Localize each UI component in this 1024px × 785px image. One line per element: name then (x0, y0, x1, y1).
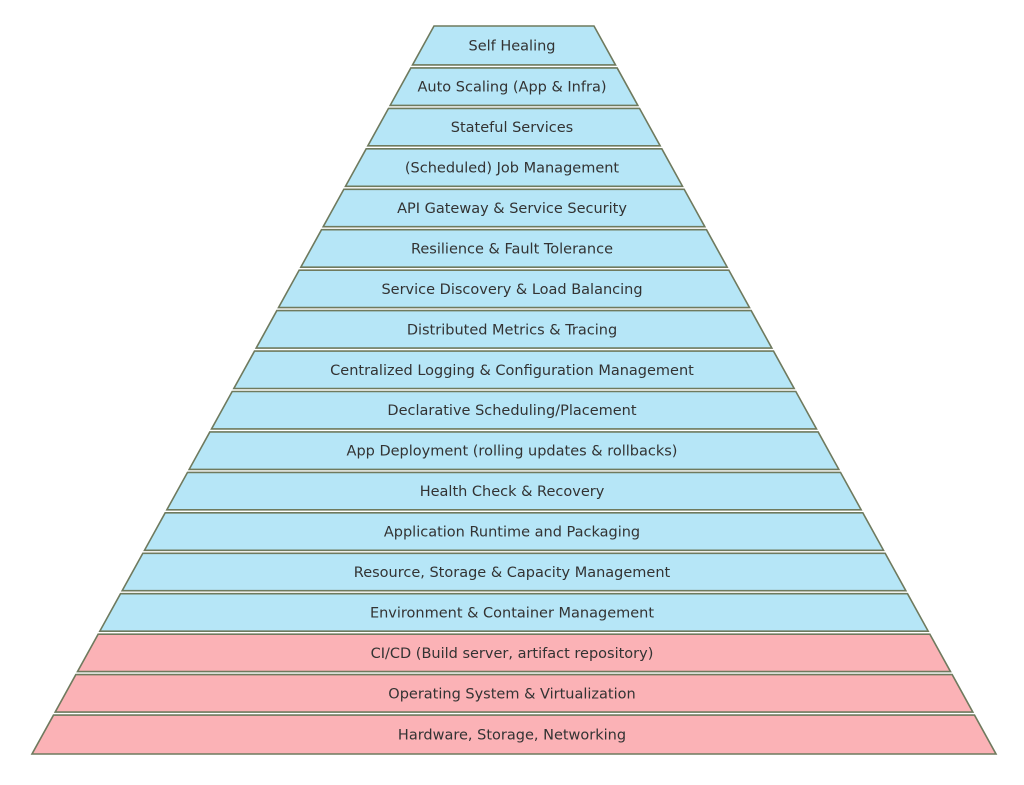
layer-shape (165, 471, 863, 511)
layer-label: Auto Scaling (App & Infra) (418, 80, 607, 96)
pyramid-layer-hardware-storage-networking: Hardware, Storage, Networking (30, 714, 998, 755)
pyramid-layer-scheduled-job-management: (Scheduled) Job Management (344, 148, 684, 188)
layer-label: Operating System & Virtualization (388, 686, 635, 702)
layer-shape (344, 148, 684, 188)
pyramid-layer-operating-system-virtualization: Operating System & Virtualization (53, 673, 975, 713)
layer-shape (120, 552, 908, 592)
pyramid-layer-declarative-scheduling-placement: Declarative Scheduling/Placement (210, 390, 818, 430)
layer-shape (53, 673, 975, 713)
pyramid-layer-resource-storage-capacity-management: Resource, Storage & Capacity Management (120, 552, 908, 592)
layer-label: Resilience & Fault Tolerance (411, 241, 613, 257)
layer-shape (277, 269, 751, 309)
layer-label: Centralized Logging & Configuration Mana… (330, 363, 694, 379)
layer-shape (411, 25, 617, 66)
pyramid-layer-auto-scaling-app-infra: Auto Scaling (App & Infra) (388, 67, 640, 107)
layer-label: (Scheduled) Job Management (405, 161, 620, 177)
pyramid-layer-service-discovery-load-balancing: Service Discovery & Load Balancing (277, 269, 751, 309)
layer-label: Application Runtime and Packaging (384, 525, 640, 541)
layer-label: Distributed Metrics & Tracing (407, 322, 617, 338)
pyramid-layer-environment-container-management: Environment & Container Management (98, 592, 930, 632)
layer-shape (76, 633, 952, 673)
layer-label: Health Check & Recovery (420, 484, 605, 500)
layer-label: Service Discovery & Load Balancing (381, 282, 642, 298)
layer-label: Declarative Scheduling/Placement (387, 403, 636, 419)
layer-label: Stateful Services (451, 120, 573, 136)
layer-label: Resource, Storage & Capacity Management (354, 565, 671, 581)
layer-shape (30, 714, 998, 755)
layer-shape (299, 228, 729, 268)
layer-label: CI/CD (Build server, artifact repository… (371, 646, 654, 662)
layer-label: API Gateway & Service Security (397, 201, 627, 217)
layer-shape (254, 309, 774, 349)
pyramid-layer-health-check-recovery: Health Check & Recovery (165, 471, 863, 511)
pyramid-layer-centralized-logging-configuration-management: Centralized Logging & Configuration Mana… (232, 350, 796, 390)
layer-shape (388, 67, 640, 107)
layer-shape (232, 350, 796, 390)
layer-shape (366, 107, 662, 147)
pyramid-layer-app-deployment-rolling-updates-rollbacks: App Deployment (rolling updates & rollba… (187, 431, 841, 471)
layer-label: Environment & Container Management (370, 605, 654, 621)
layer-shape (143, 512, 885, 552)
pyramid-layer-stateful-services: Stateful Services (366, 107, 662, 147)
pyramid-layer-ci-cd-build-server-artifact-repository: CI/CD (Build server, artifact repository… (76, 633, 952, 673)
layer-label: App Deployment (rolling updates & rollba… (347, 444, 678, 460)
layer-shape (321, 188, 707, 228)
layer-label: Self Healing (468, 38, 555, 54)
layer-label: Hardware, Storage, Networking (398, 728, 626, 744)
layer-shape (98, 592, 930, 632)
pyramid-layer-resilience-fault-tolerance: Resilience & Fault Tolerance (299, 228, 729, 268)
layer-shape (187, 431, 841, 471)
pyramid-layer-distributed-metrics-tracing: Distributed Metrics & Tracing (254, 309, 774, 349)
pyramid-layer-application-runtime-and-packaging: Application Runtime and Packaging (143, 512, 885, 552)
pyramid-layer-self-healing: Self Healing (411, 25, 617, 66)
pyramid-layer-api-gateway-service-security: API Gateway & Service Security (321, 188, 707, 228)
layer-shape (210, 390, 818, 430)
